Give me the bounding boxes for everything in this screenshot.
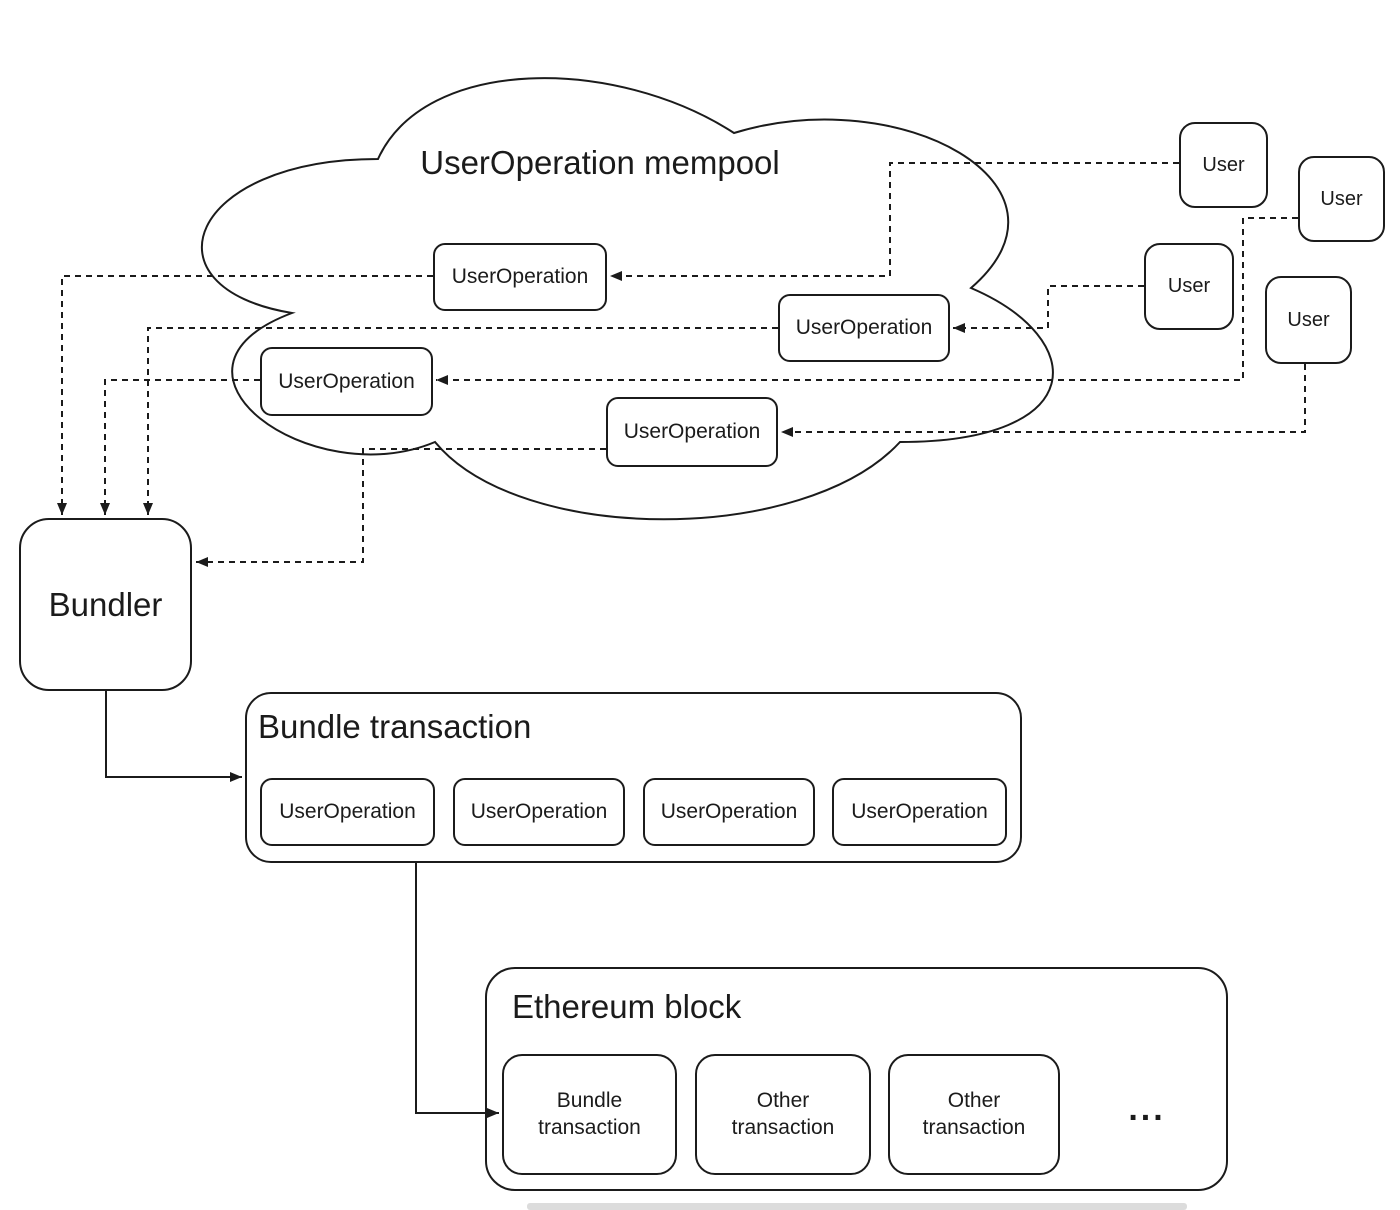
connector-user3-to-userop2 [953, 285, 1144, 333]
mempool-title: UserOperation mempool [420, 144, 780, 181]
connector-bundler-to-bundle-transaction [105, 691, 242, 782]
connector-user4-to-userop4 [781, 364, 1306, 437]
mempool-userop-2: UserOperation [778, 294, 950, 362]
bundle-transaction-container: Bundle transaction UserOperation UserOpe… [245, 692, 1022, 863]
eth-bundle-transaction-node: Bundle transaction [502, 1054, 677, 1175]
bundle-userop-1: UserOperation [260, 778, 435, 846]
bundle-userop-4: UserOperation [832, 778, 1007, 846]
user-node-3: User [1144, 243, 1234, 330]
bundle-userop-3: UserOperation [643, 778, 815, 846]
user-node-2: User [1298, 156, 1385, 242]
connector-userop3-to-bundler [100, 379, 260, 515]
mempool-userop-1: UserOperation [433, 243, 607, 311]
connector-user1-to-userop1 [610, 162, 1179, 281]
bundle-userop-2: UserOperation [453, 778, 625, 846]
mempool-userop-3: UserOperation [260, 347, 433, 416]
connector-user2-to-userop3 [436, 217, 1298, 385]
mempool-userop-4: UserOperation [606, 397, 778, 467]
user-node-4: User [1265, 276, 1352, 364]
bundler-node: Bundler [19, 518, 192, 691]
connector-userop2-to-bundler [143, 327, 778, 515]
connector-userop4-to-bundler [196, 448, 606, 567]
eth-other-transaction-node-2: Other transaction [888, 1054, 1060, 1175]
ethereum-block-container: Ethereum block Bundle transaction Other … [485, 967, 1228, 1191]
more-transactions-ellipsis: ... [1128, 1089, 1166, 1128]
connector-userop1-to-bundler [57, 275, 433, 515]
bottom-crop-artifact [527, 1203, 1187, 1210]
eth-other-transaction-node-1: Other transaction [695, 1054, 871, 1175]
ethereum-block-title: Ethereum block [512, 988, 742, 1025]
bundle-transaction-title: Bundle transaction [258, 708, 532, 745]
connector-bundle-transaction-to-ethereum-block [415, 863, 499, 1118]
user-node-1: User [1179, 122, 1268, 208]
